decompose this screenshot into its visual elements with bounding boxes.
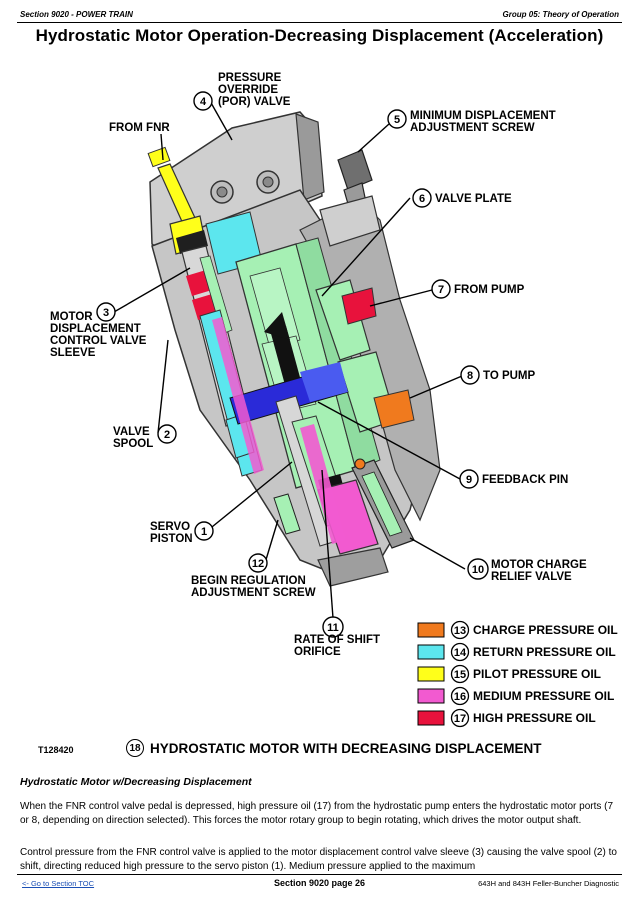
footer-divider [17, 874, 622, 875]
label-c4-line1: PRESSURE [218, 72, 282, 84]
callout-num-6: 6 [419, 193, 425, 205]
group-header: Group 05: Theory of Operation [502, 10, 619, 19]
figure-caption: 18 HYDROSTATIC MOTOR WITH DECREASING DIS… [126, 739, 542, 757]
section-subheading: Hydrostatic Motor w/Decreasing Displacem… [20, 776, 252, 788]
callout-num-10: 10 [472, 564, 484, 576]
label-c1-line2: PISTON [150, 533, 193, 545]
page-number: Section 9020 page 26 [273, 878, 366, 888]
label-c11-line2: ORIFICE [294, 646, 341, 658]
callouts [113, 100, 466, 619]
label-c12-line1: BEGIN REGULATION [191, 575, 306, 587]
page-title: Hydrostatic Motor Operation-Decreasing D… [35, 26, 604, 45]
label-feedback-pin: FEEDBACK PIN [482, 474, 568, 486]
body-paragraph-1: When the FNR control valve pedal is depr… [20, 801, 614, 826]
legend-num-17: 17 [454, 713, 466, 725]
legend-num-13: 13 [454, 625, 466, 637]
label-c12-line2: ADJUSTMENT SCREW [191, 587, 316, 599]
body-paragraph-2: Control pressure from the FNR control va… [20, 847, 617, 872]
label-c5-line1: MINIMUM DISPLACEMENT [410, 110, 556, 122]
callout-num-4: 4 [200, 96, 207, 108]
legend-label-pilot: PILOT PRESSURE OIL [473, 667, 601, 681]
legend-label-charge: CHARGE PRESSURE OIL [473, 623, 618, 637]
callout-num-5: 5 [394, 114, 400, 126]
label-c1-line1: SERVO [150, 521, 190, 533]
label-c3-line3: CONTROL VALVE [50, 335, 147, 347]
label-c3-line2: DISPLACEMENT [50, 323, 141, 335]
callout-num-2: 2 [164, 429, 170, 441]
legend-num-15: 15 [454, 669, 466, 681]
callout-labels: PRESSURE OVERRIDE (POR) VALVE FROM FNR M… [50, 72, 587, 658]
header-divider [17, 22, 622, 23]
legend-swatch-pilot [417, 666, 445, 682]
label-c3-line4: SLEEVE [50, 347, 96, 359]
legend-label-medium: MEDIUM PRESSURE OIL [473, 689, 614, 703]
legend-swatch-charge [417, 622, 445, 638]
label-valve-plate: VALVE PLATE [435, 193, 512, 205]
legend-label-return: RETURN PRESSURE OIL [473, 645, 616, 659]
label-c10-line1: MOTOR CHARGE [491, 559, 587, 571]
legend-swatch-high [417, 710, 445, 726]
label-c2-line2: SPOOL [113, 438, 153, 450]
document-title: 643H and 843H Feller-Buncher Diagnostic [478, 879, 619, 888]
caption-text: HYDROSTATIC MOTOR WITH DECREASING DISPLA… [150, 740, 542, 756]
callout-num-12: 12 [252, 558, 264, 570]
callout-circles [96, 91, 489, 638]
label-from-pump: FROM PUMP [454, 284, 525, 296]
label-c5-line2: ADJUSTMENT SCREW [410, 122, 535, 134]
callout-num-1: 1 [201, 526, 207, 538]
callout-num-8: 8 [467, 370, 473, 382]
label-c4-line2: OVERRIDE [218, 84, 278, 96]
legend-item-high: 17 HIGH PRESSURE OIL [417, 708, 596, 728]
callout-num-9: 9 [466, 474, 472, 486]
callout-num-11: 11 [327, 622, 339, 634]
label-to-pump: TO PUMP [483, 370, 536, 382]
figure-id: T128420 [38, 745, 74, 755]
label-c11-line1: RATE OF SHIFT [294, 634, 380, 646]
section-header: Section 9020 - POWER TRAIN [20, 10, 133, 19]
callout-numbers: 4 5 6 7 8 3 2 9 1 12 10 11 [103, 96, 484, 634]
legend-swatch-return [417, 644, 445, 660]
legend: 13 CHARGE PRESSURE OIL 14 RETURN PRESSUR… [417, 620, 618, 728]
callout-num-7: 7 [438, 284, 444, 296]
toc-link[interactable]: <- Go to Section TOC [22, 879, 95, 888]
legend-item-pilot: 15 PILOT PRESSURE OIL [417, 664, 601, 684]
callout-num-3: 3 [103, 307, 109, 319]
label-c10-line2: RELIEF VALVE [491, 571, 572, 583]
legend-item-charge: 13 CHARGE PRESSURE OIL [417, 620, 618, 640]
label-c2-line1: VALVE [113, 426, 150, 438]
legend-label-high: HIGH PRESSURE OIL [473, 711, 596, 725]
legend-num-16: 16 [454, 691, 466, 703]
begin-regulation-screw [273, 493, 301, 535]
legend-item-return: 14 RETURN PRESSURE OIL [417, 642, 616, 662]
legend-swatch-medium [417, 688, 445, 704]
caption-number: 18 [126, 739, 144, 757]
label-c4-line3: (POR) VALVE [218, 96, 291, 108]
legend-num-14: 14 [454, 647, 467, 659]
valve-plate [315, 279, 415, 433]
label-from-fnr: FROM FNR [109, 122, 170, 134]
min-displacement-screw [319, 149, 381, 247]
legend-item-medium: 16 MEDIUM PRESSURE OIL [417, 686, 614, 706]
label-c3-line1: MOTOR [50, 311, 93, 323]
